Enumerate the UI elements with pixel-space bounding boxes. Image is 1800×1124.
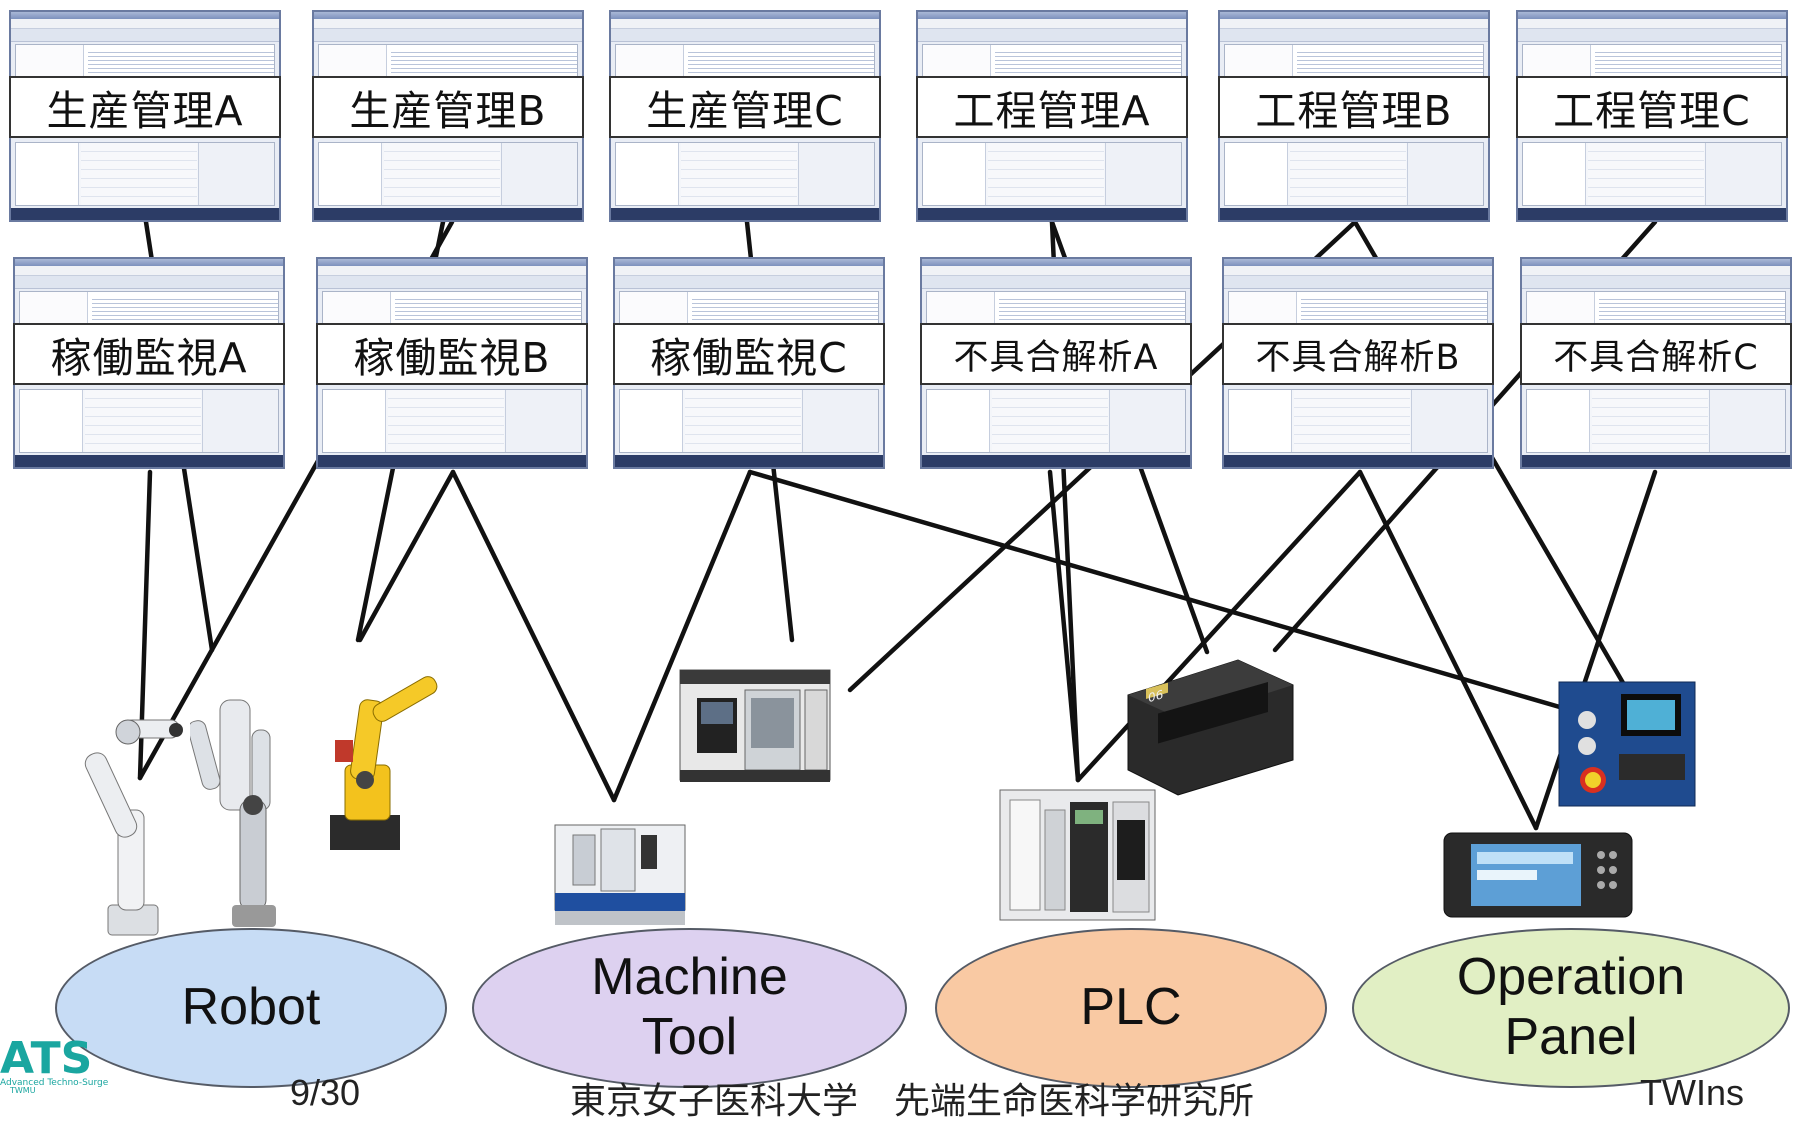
- rack-plc-image: [999, 789, 1156, 921]
- touch-panel-terminal-image: [1443, 832, 1633, 918]
- horizontal-machine-tool-image: [554, 824, 686, 925]
- app-window-monitoring-b[interactable]: 稼働監視B: [316, 257, 588, 469]
- app-label: 不具合解析B: [1222, 323, 1494, 385]
- logo-sub2: TWMU: [9, 1086, 36, 1094]
- app-label: 生産管理B: [312, 76, 584, 138]
- link-mon-b-machine: [450, 469, 617, 803]
- app-window-monitoring-c[interactable]: 稼働監視C: [613, 257, 885, 469]
- app-window-production-c[interactable]: 生産管理C: [609, 10, 881, 222]
- app-window-process-a[interactable]: 工程管理A: [916, 10, 1188, 222]
- app-label: 生産管理C: [609, 76, 881, 138]
- robot-category-label: Robot: [181, 978, 321, 1037]
- dual-arm-robot-image: [190, 699, 276, 927]
- app-window-monitoring-a[interactable]: 稼働監視A: [13, 257, 285, 469]
- logo-subtitle: Advanced Techno-Surge: [0, 1078, 109, 1088]
- plc-category-ellipse: PLC: [935, 928, 1327, 1088]
- app-window-production-b[interactable]: 生産管理B: [312, 10, 584, 222]
- robot-category-ellipse: Robot: [55, 928, 447, 1088]
- footer-twins-logo-text: TWIns: [1640, 1072, 1744, 1113]
- app-label: 生産管理A: [9, 76, 281, 138]
- app-window-process-c[interactable]: 工程管理C: [1516, 10, 1788, 222]
- logo-text: ATS: [0, 1035, 92, 1084]
- link-def-b-plc: [1075, 469, 1363, 783]
- app-window-process-b[interactable]: 工程管理B: [1218, 10, 1490, 222]
- machining-center-image: [679, 669, 831, 782]
- link-mon-c-machine: [611, 469, 753, 803]
- app-label: 不具合解析A: [920, 323, 1192, 385]
- app-label: 稼働監視A: [13, 323, 285, 385]
- app-window-defect-b[interactable]: 不具合解析B: [1222, 257, 1494, 469]
- app-screenshot: [9, 10, 281, 222]
- link-def-b-panel: [1357, 469, 1539, 831]
- footer-institution: 東京女子医科大学 先端生命医科学研究所: [570, 1080, 1255, 1121]
- operation-panel-category-label: Operation Panel: [1456, 948, 1686, 1066]
- app-window-defect-c[interactable]: 不具合解析C: [1520, 257, 1792, 469]
- app-label: 工程管理B: [1218, 76, 1490, 138]
- app-window-production-a[interactable]: 生産管理A: [9, 10, 281, 222]
- link-mon-c-panel: [747, 469, 1573, 713]
- white-robot-arm-image: [84, 719, 183, 936]
- link-def-a-plc: [1047, 469, 1081, 783]
- compact-plc-module-image: 06: [1127, 659, 1294, 796]
- operation-panel-category-ellipse: Operation Panel: [1352, 928, 1790, 1088]
- app-label: 稼働監視B: [316, 323, 588, 385]
- link-mon-b-robot: [357, 469, 456, 643]
- app-label: 不具合解析C: [1520, 323, 1792, 385]
- ats-logo: ATS Advanced Techno-Surge TWMU: [0, 1035, 109, 1094]
- link-def-c-panel: [1533, 469, 1658, 831]
- app-label: 工程管理A: [916, 76, 1188, 138]
- page-number: 9/30: [290, 1072, 361, 1113]
- app-label: 稼働監視C: [613, 323, 885, 385]
- app-window-defect-a[interactable]: 不具合解析A: [920, 257, 1192, 469]
- machine-tool-category-label: Machine Tool: [591, 948, 788, 1066]
- machine-tool-category-ellipse: Machine Tool: [472, 928, 907, 1088]
- app-label: 工程管理C: [1516, 76, 1788, 138]
- svg-text:06: 06: [1148, 687, 1163, 705]
- yellow-robot-arm-image: [330, 676, 438, 850]
- plc-category-label: PLC: [1080, 978, 1182, 1037]
- blue-control-panel-image: [1558, 681, 1696, 807]
